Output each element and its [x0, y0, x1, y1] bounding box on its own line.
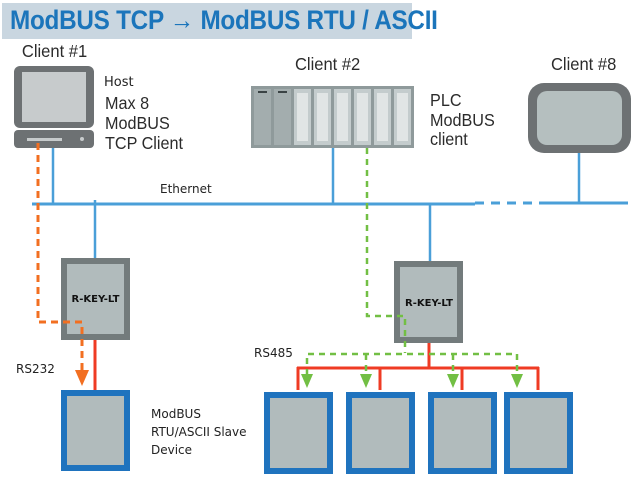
gateway1-label: R-KEY-LT	[72, 294, 120, 305]
green-dashed-bus	[305, 352, 519, 375]
green-arrow-icon-4	[511, 374, 523, 388]
plc-module	[274, 89, 291, 145]
client8-label: Client #8	[551, 53, 616, 74]
slave-device-body	[67, 396, 124, 465]
plc-module-led	[278, 91, 287, 93]
client1-desc-2: ModBUS	[105, 113, 170, 133]
gateway2-label: R-KEY-LT	[405, 298, 453, 309]
client8-display: Client #8	[528, 53, 631, 153]
ethernet-label: Ethernet	[160, 182, 212, 196]
client2-desc-2: client	[430, 129, 468, 149]
slave-label-1: RTU/ASCII Slave	[151, 425, 247, 439]
slave-label-2: Device	[151, 443, 192, 457]
rs485-slave-3	[434, 398, 491, 468]
orange-dashed-path	[36, 143, 84, 370]
client1-desc-0: Host	[104, 75, 134, 90]
client2-desc-0: PLC	[430, 90, 462, 110]
rs232-label: RS232	[16, 362, 55, 376]
power-led-icon	[80, 137, 84, 141]
drive-slot	[27, 138, 62, 141]
slave-label-0: ModBUS	[151, 407, 201, 421]
client2-label: Client #2	[295, 53, 360, 74]
green-arrow-icon-1	[301, 374, 313, 388]
gateway2-body	[400, 267, 457, 337]
green-arrow-icon-3	[447, 374, 459, 388]
rs485-slave-4	[510, 398, 567, 468]
ethernet-bus: Ethernet	[32, 145, 628, 262]
title-bar: ModBUS TCP → ModBUS RTU / ASCII	[2, 3, 438, 39]
plc-module-window	[317, 93, 328, 141]
client2-desc-1: ModBUS	[430, 110, 495, 130]
plc-module	[254, 89, 271, 145]
green-arrow-icon-2	[360, 374, 372, 388]
slave-device-rs232: ModBUS RTU/ASCII Slave Device	[61, 390, 247, 471]
client1-computer: Client #1 Host Max 8 ModBUS TCP Client	[14, 40, 183, 153]
plc-module-window	[397, 93, 408, 141]
green-dashed-path	[365, 148, 407, 353]
rs485-label: RS485	[254, 346, 293, 360]
client1-label: Client #1	[22, 40, 87, 61]
diagram-title: ModBUS TCP → ModBUS RTU / ASCII	[10, 5, 438, 35]
gateway1: R-KEY-LT RS232	[16, 258, 130, 390]
rs485-slave-1	[270, 398, 327, 468]
client2-data-path	[301, 148, 523, 388]
slave-devices-rs485	[264, 392, 573, 474]
display-screen	[537, 91, 622, 145]
rs485-slave-2	[352, 398, 409, 468]
plc-module-window	[357, 93, 368, 141]
plc-module-window	[337, 93, 348, 141]
client2-plc: Client #2 PLC ModBUS client	[251, 53, 495, 149]
gateway2: R-KEY-LT RS485	[254, 261, 540, 390]
plc-module-window	[377, 93, 388, 141]
orange-arrow-icon	[75, 370, 89, 386]
client1-data-path	[36, 143, 89, 386]
client1-desc-3: TCP Client	[105, 133, 183, 153]
monitor-screen	[22, 72, 86, 122]
plc-module-led	[258, 91, 267, 93]
client1-desc-1: Max 8	[105, 93, 149, 113]
plc-module-window	[297, 93, 308, 141]
